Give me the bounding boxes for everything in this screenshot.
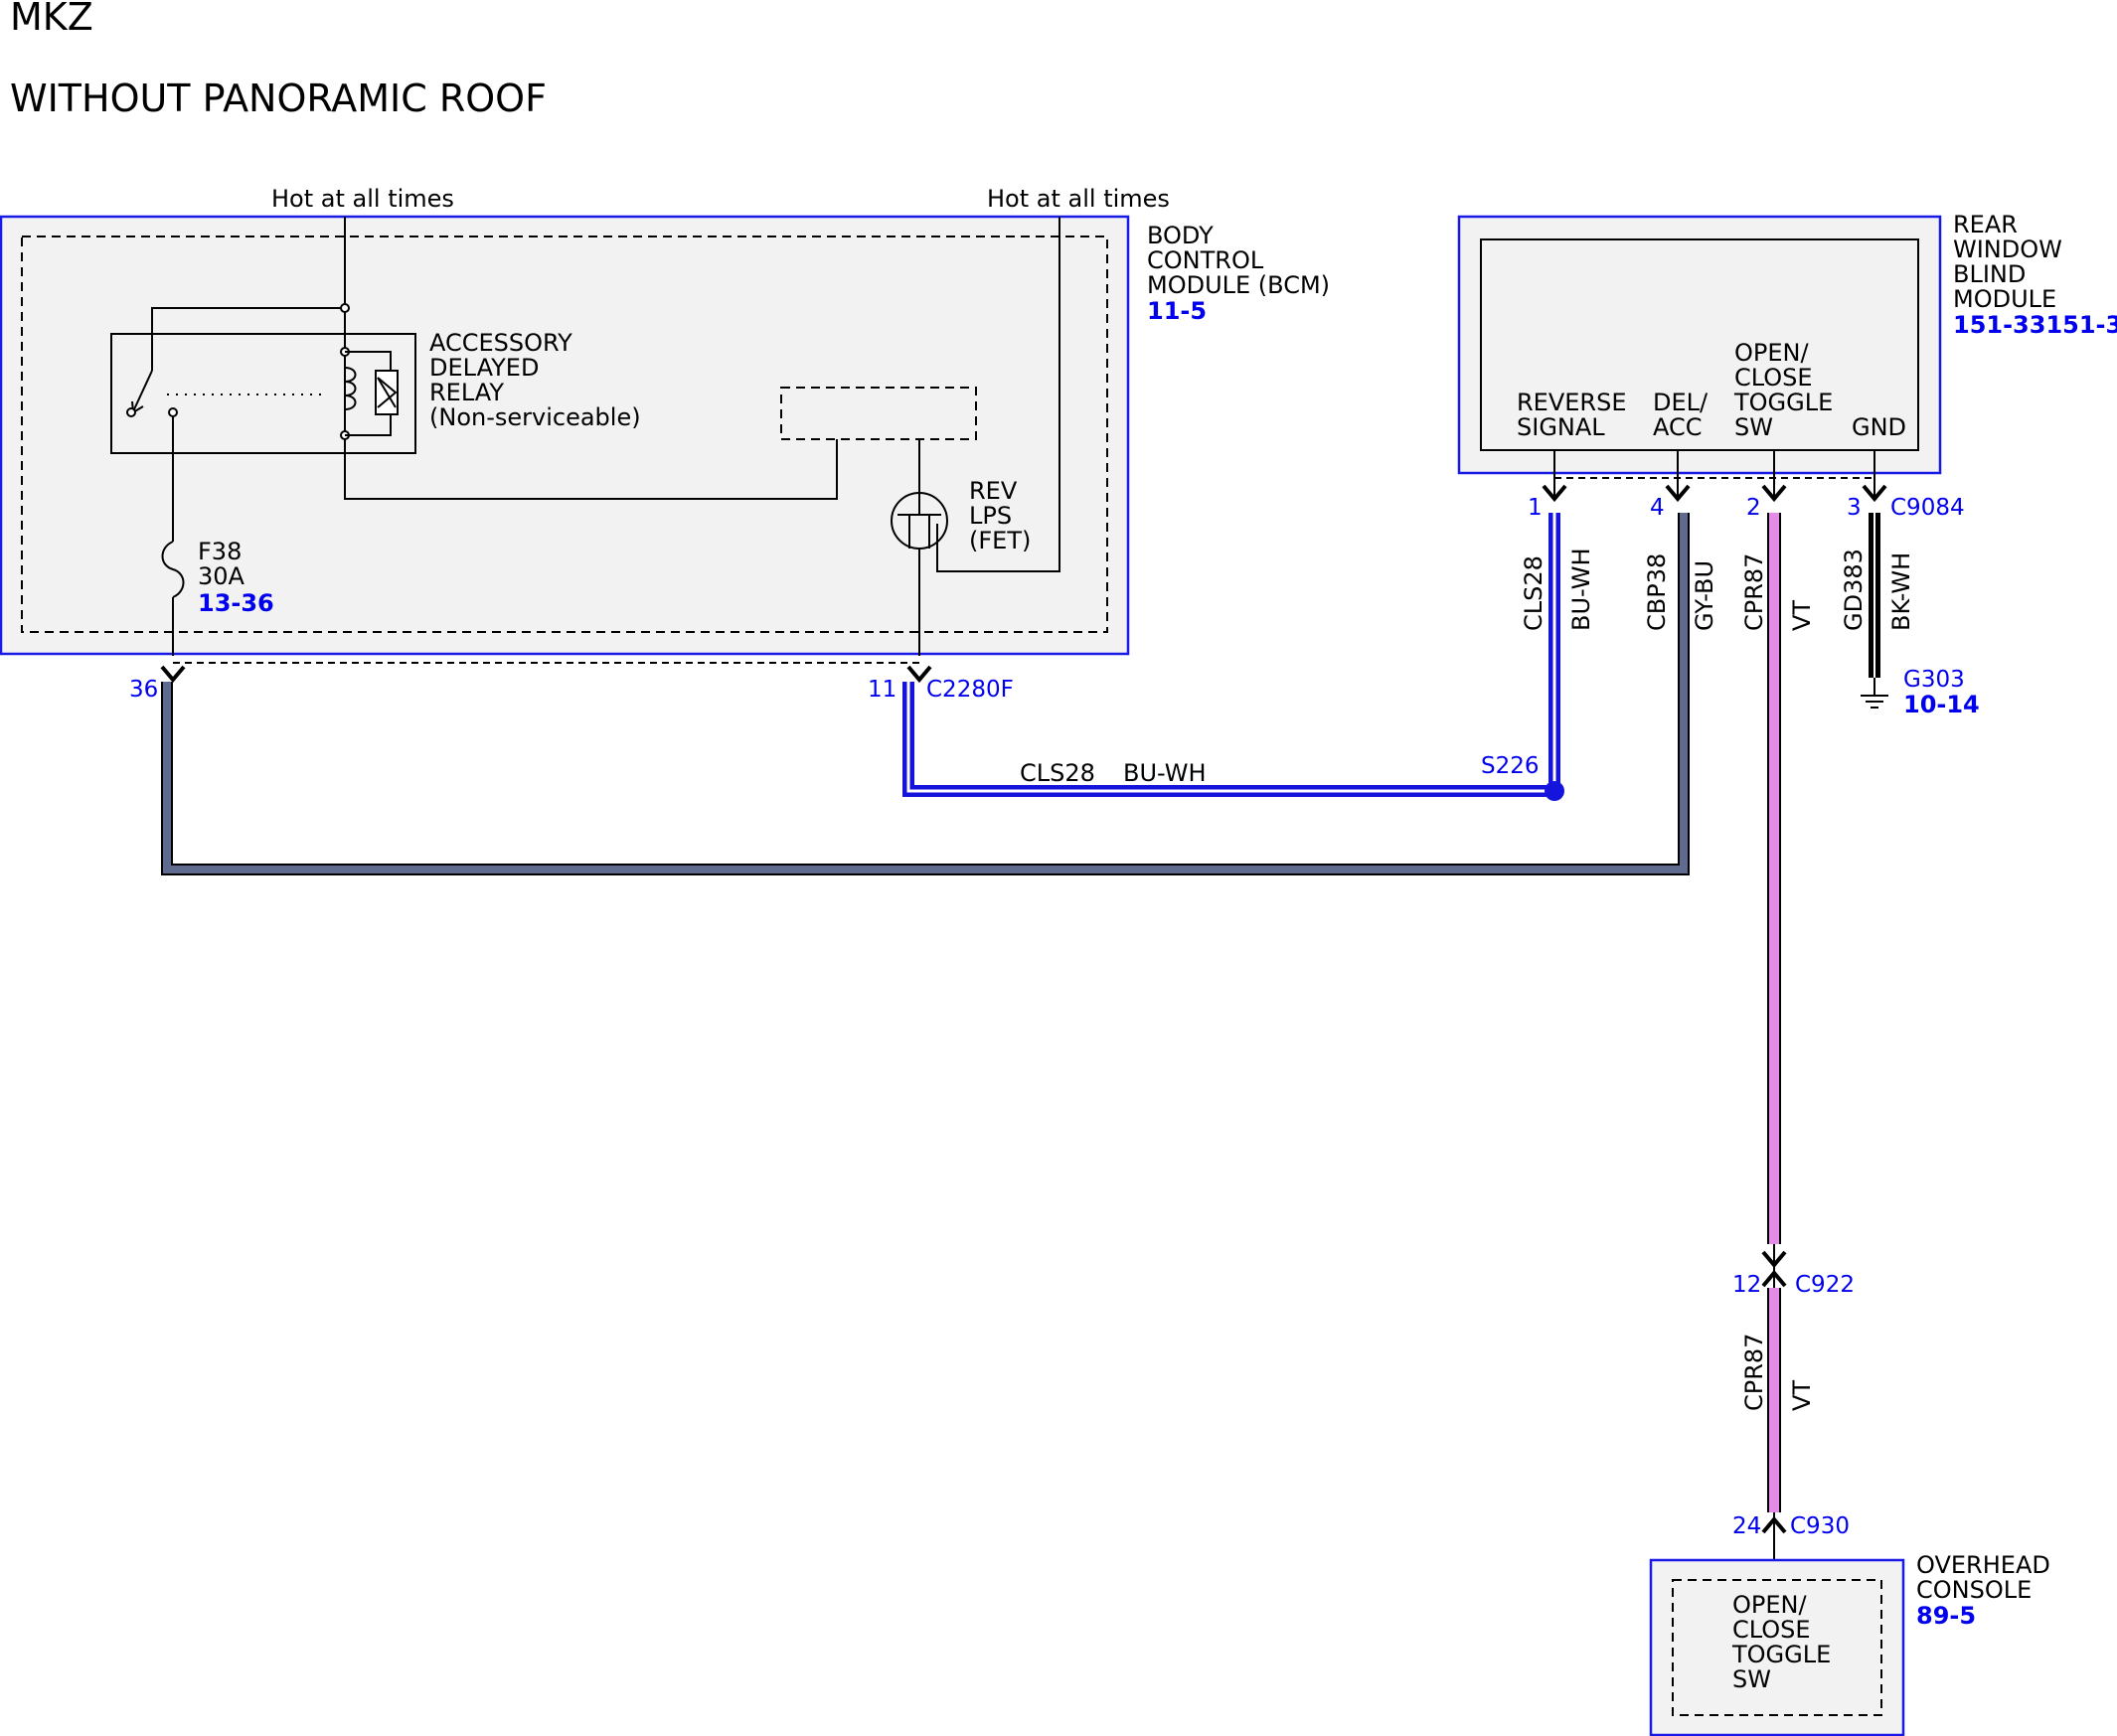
console-switch-2: CLOSE [1732,1616,1811,1644]
pin2-terminal-icon [1761,484,1787,503]
cls28-vert-color: BU-WH [1567,549,1595,632]
cpr87-vert-color: VT [1788,600,1816,631]
console-switch-3: TOGGLE [1731,1641,1831,1668]
cpr87-vert-circuit: CPR87 [1740,553,1768,631]
bcm-inner-dashed [21,236,1108,633]
rwbm-pin-3: 3 [1847,495,1862,521]
rwbm-signal-toggle-2: CLOSE [1734,364,1813,392]
cbp38-vert-circuit: CBP38 [1643,553,1671,631]
pin36-label: 36 [129,677,158,703]
relay-label-3: RELAY [429,379,504,406]
c930-connector [1761,1512,1787,1560]
hot-feed-right [936,217,1060,572]
fuse-icon [161,541,185,598]
fuse-label-1: F38 [198,538,242,565]
bcm-label-1: BODY [1147,222,1214,249]
console-page-ref[interactable]: 89-5 [1916,1602,1976,1630]
rwbm-signal-delacc-2: ACC [1653,413,1703,441]
wire-cbp38[interactable] [161,513,1690,875]
rwbm-label-3: BLIND [1953,260,2026,288]
cbp38-vert-color: GY-BU [1691,560,1718,631]
ground-icon [1861,695,1888,709]
relay-label-1: ACCESSORY [429,329,572,357]
hot-label-left: Hot at all times [271,185,454,213]
pin36-terminal-icon [160,665,186,684]
rwbm-label-2: WINDOW [1953,236,2062,263]
bcm-page-ref[interactable]: 11-5 [1147,297,1207,325]
console-label-2: CONSOLE [1916,1576,2032,1604]
c922-connector [1761,1244,1787,1294]
c9084-label[interactable]: C9084 [1890,495,1965,521]
rwbm-signal-gnd: GND [1852,413,1906,441]
splice-s226[interactable] [1545,781,1564,801]
rwbm-signal-toggle-4: SW [1734,413,1773,441]
bcm-label-3: MODULE (BCM) [1147,271,1330,299]
accessory-delayed-relay [110,303,416,454]
console-switch-4: SW [1732,1665,1771,1693]
pin4-terminal-icon [1665,484,1691,503]
console-outline [1649,1558,1905,1736]
cls28-horiz-circuit: CLS28 [1020,759,1095,787]
console-label-1: OVERHEAD [1916,1551,2050,1579]
fuse-label-2: 30A [198,562,245,590]
hot-label-right: Hot at all times [987,185,1170,213]
model-title: MKZ [10,0,93,39]
rwbm-inner-box [1480,238,1919,451]
relay-label-2: DELAYED [429,354,539,382]
rear-window-blind-module[interactable] [1457,215,1942,475]
rwbm-pin-2: 2 [1746,495,1761,521]
cls28-horiz-color: BU-WH [1123,759,1207,787]
overhead-console-module[interactable] [1649,1558,1905,1736]
c2280f-label[interactable]: C2280F [926,677,1014,703]
rwbm-pin-4: 4 [1650,495,1665,521]
fet-label-1: REV [969,477,1018,505]
bcm-outline [0,215,1130,656]
pin3-terminal-icon [1862,484,1887,503]
gd383-vert-color: BK-WH [1887,552,1915,631]
rwbm-signal-toggle-3: TOGGLE [1733,389,1833,416]
cls28-vert-circuit: CLS28 [1520,555,1547,631]
variant-title: WITHOUT PANORAMIC ROOF [10,77,547,120]
cpr87-lower-color: VT [1788,1380,1816,1411]
bcm-module[interactable] [0,215,1130,656]
console-switch-1: OPEN/ [1732,1591,1807,1619]
c922-pin: 12 [1732,1272,1761,1298]
relay-logic-wire [344,439,838,500]
rwbm-page-ref[interactable]: 151-33151-34 [1953,311,2117,339]
bcm-logic-block [780,387,977,440]
wire-cls28[interactable] [902,513,1560,797]
console-inner-dashed [1672,1579,1882,1716]
relay-coil-icon [344,356,357,429]
rwbm-signal-reverse-1: REVERSE [1517,389,1627,416]
pin1-terminal-icon [1542,484,1567,503]
ground-page-ref[interactable]: 10-14 [1903,691,1980,718]
pin11-terminal-icon [906,665,932,684]
rwbm-label-1: REAR [1953,211,2018,238]
c9084-connector [1542,450,1887,503]
rwbm-signal-reverse-2: SIGNAL [1517,413,1605,441]
cpr87-lower-circuit: CPR87 [1740,1334,1768,1411]
pin11-label: 11 [868,677,896,703]
c930-pin: 24 [1732,1513,1761,1539]
relay-label-4: (Non-serviceable) [429,403,641,431]
c922-label[interactable]: C922 [1795,1272,1855,1298]
rwbm-signal-toggle-1: OPEN/ [1734,339,1809,367]
rwbm-signal-delacc-1: DEL/ [1653,389,1709,416]
fuse-page-ref[interactable]: 13-36 [198,589,274,617]
gd383-vert-circuit: GD383 [1840,549,1868,631]
bcm-label-2: CONTROL [1147,246,1264,274]
splice-label[interactable]: S226 [1481,753,1540,779]
fet-label-2: LPS [969,502,1012,530]
rwbm-pin-1: 1 [1528,495,1543,521]
c930-label[interactable]: C930 [1790,1513,1850,1539]
rwbm-label-4: MODULE [1953,285,2056,313]
fet-label-3: (FET) [969,527,1031,554]
ground-label[interactable]: G303 [1903,667,1965,693]
